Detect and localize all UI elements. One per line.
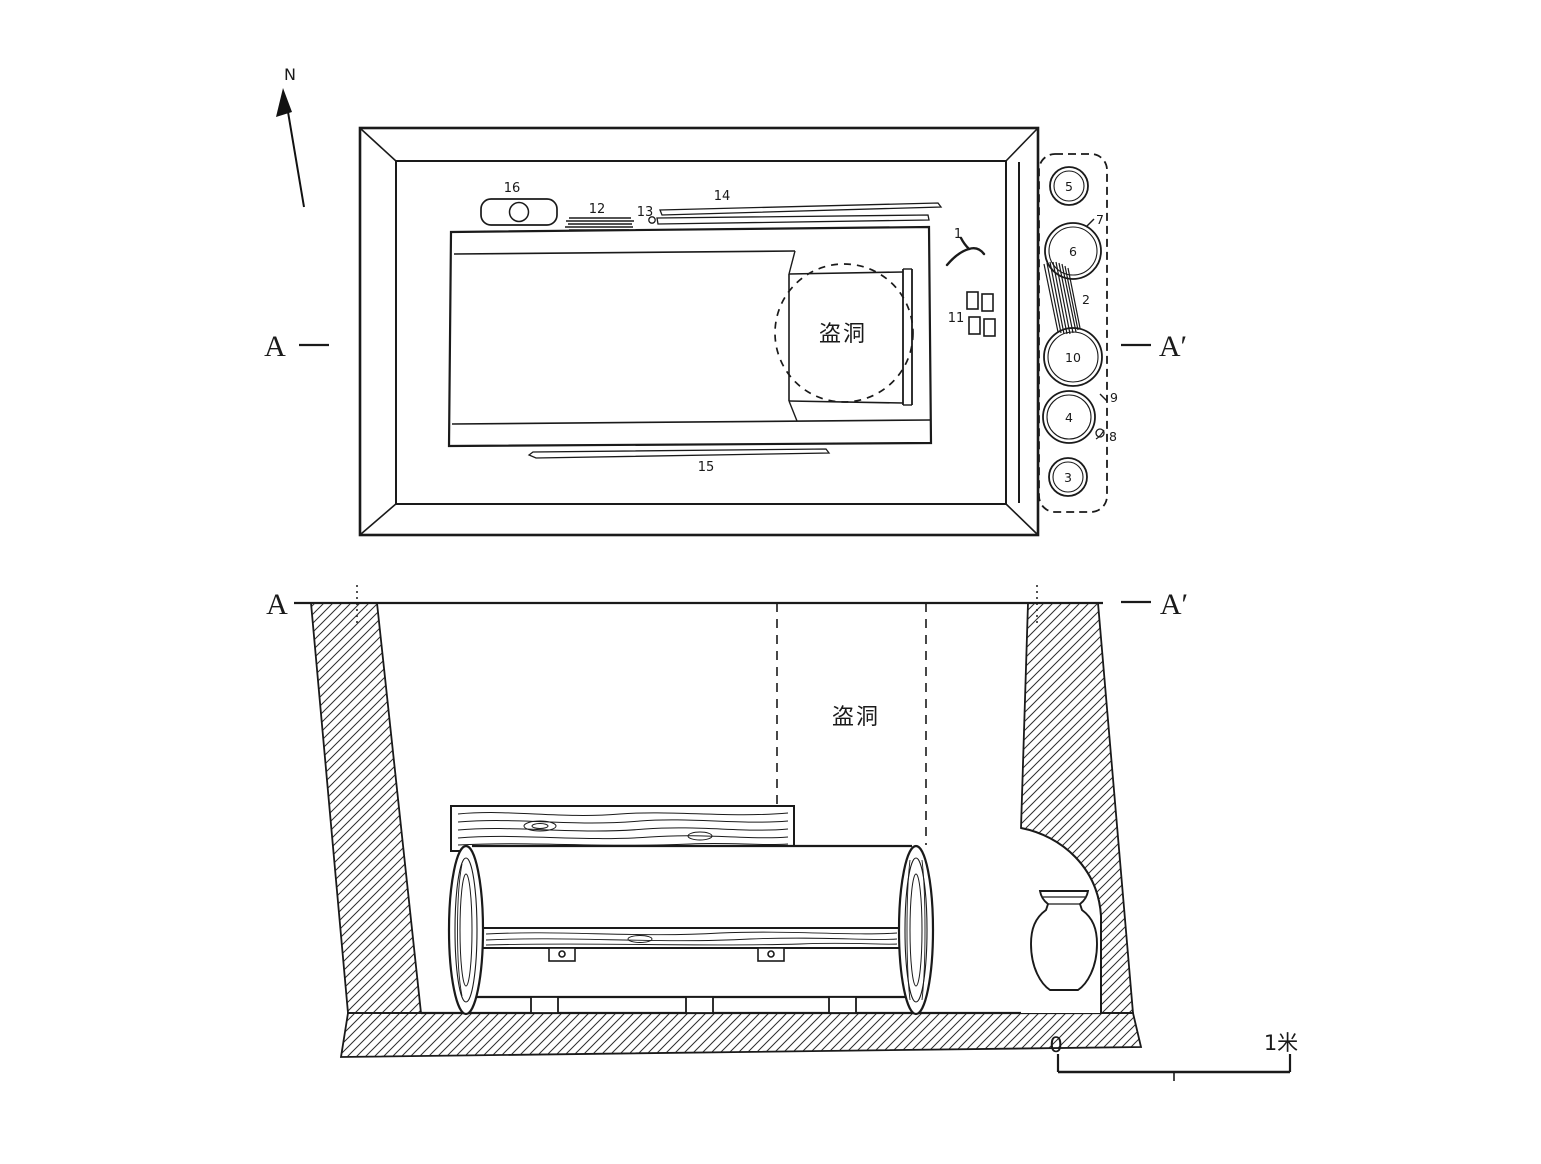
niche-item-7: 7 xyxy=(1085,212,1104,228)
niche-arch xyxy=(1020,827,1102,1013)
section-robber-hole-label: 盗洞 xyxy=(832,705,880,730)
north-arrow: N xyxy=(276,65,305,208)
niche-vessel-3: 3 xyxy=(1048,457,1088,497)
north-arrow-head xyxy=(276,88,292,117)
artifact-2-label: 2 xyxy=(1082,292,1090,307)
section-pit-walls xyxy=(310,602,1143,1058)
artifact-4-label: 4 xyxy=(1065,410,1073,425)
artifact-1-label: 1 xyxy=(954,227,962,242)
coffin-floor-cleats xyxy=(548,947,785,962)
artifact-7-label: 7 xyxy=(1096,212,1104,227)
scale-zero-label: 0 xyxy=(1049,1033,1062,1057)
coffin-lid-plank xyxy=(450,805,795,852)
artifact-10-label: 10 xyxy=(1065,350,1081,365)
artifact-13-label: 13 xyxy=(637,205,654,220)
coffin-end-cap-left xyxy=(447,844,485,1016)
plan-coffin-end-board xyxy=(902,268,913,406)
niche-vessel-5: 5 xyxy=(1049,166,1089,206)
section-label-a: A xyxy=(266,588,288,621)
plan-section-label-a-prime: A′ xyxy=(1159,330,1187,363)
artifact-12-slip-stack: 12 xyxy=(565,202,634,231)
artifact-15-rod: 15 xyxy=(527,448,831,475)
artifact-6-label: 6 xyxy=(1069,244,1077,259)
artifact-14-label: 14 xyxy=(714,189,731,204)
niche-pot xyxy=(1030,890,1098,991)
artifact-11-label: 11 xyxy=(948,311,965,326)
section-view: A A′ 盗洞 xyxy=(266,585,1298,1081)
scale-unit-label: 1米 xyxy=(1264,1031,1298,1055)
section-robber-hole: 盗洞 xyxy=(776,603,927,845)
coffin-body xyxy=(466,844,916,999)
section-niche xyxy=(1020,827,1102,1013)
niche-vessel-4: 4 xyxy=(1042,390,1096,444)
artifact-12-label: 12 xyxy=(589,202,606,217)
artifact-13-rod: 13 xyxy=(637,205,930,225)
section-floor xyxy=(339,1012,1143,1058)
niche-item-8: 8 xyxy=(1095,428,1117,444)
artifact-5-label: 5 xyxy=(1065,179,1073,194)
scale-bar: 0 1米 xyxy=(1049,1031,1298,1081)
section-left-wall xyxy=(310,602,423,1014)
artifact-11-plaques: 11 xyxy=(948,291,996,337)
niche-bundle-2: 2 xyxy=(1043,261,1090,335)
plan-pit-outline xyxy=(358,126,1040,537)
artifact-14-rod: 14 xyxy=(659,189,943,216)
artifact-3-label: 3 xyxy=(1064,470,1072,485)
artifact-15-label: 15 xyxy=(698,460,715,475)
section-coffin xyxy=(447,805,935,1016)
coffin-feet xyxy=(530,996,857,1014)
floor-wood-grain xyxy=(485,931,898,946)
plan-robber-hole: 盗洞 xyxy=(774,263,914,403)
niche-item-9: 9 xyxy=(1099,390,1118,405)
plan-section-line: A A′ xyxy=(264,330,1187,363)
artifact-16-label: 16 xyxy=(504,181,521,196)
section-label-a-prime: A′ xyxy=(1160,588,1188,621)
artifact-8-label: 8 xyxy=(1109,429,1117,444)
plan-coffin xyxy=(447,225,933,448)
plan-artifacts: 16 12 14 13 xyxy=(480,181,996,475)
plan-robber-hole-label: 盗洞 xyxy=(819,322,867,347)
artifact-16-inkstone-box: 16 xyxy=(480,181,558,226)
plan-view: A A′ 盗洞 xyxy=(264,126,1187,537)
plan-section-label-a: A xyxy=(264,330,286,363)
niche-vessel-10: 10 xyxy=(1043,327,1103,387)
coffin-end-cap-right xyxy=(897,844,935,1016)
artifact-1-fork: 1 xyxy=(945,227,986,267)
artifact-9-label: 9 xyxy=(1110,390,1118,405)
plan-niche: 5 7 6 2 xyxy=(1038,153,1118,513)
north-label: N xyxy=(284,65,296,84)
niche-vessel-6: 6 xyxy=(1044,222,1102,280)
